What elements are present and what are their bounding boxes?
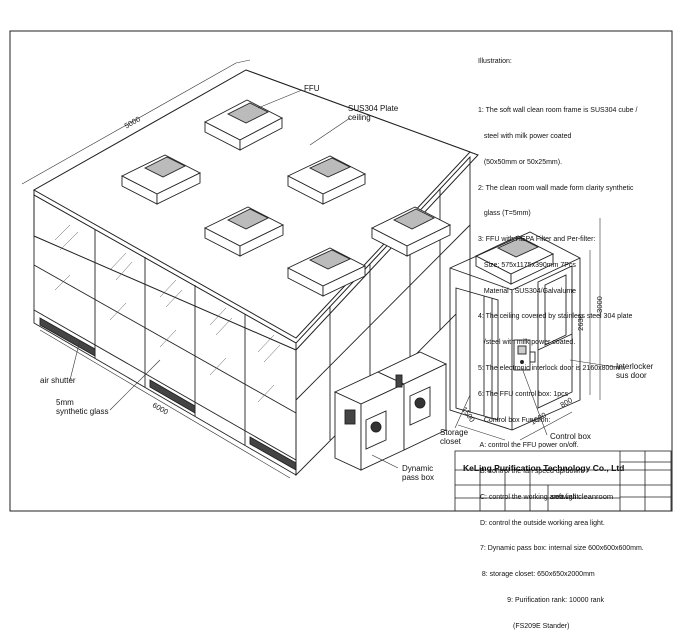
note-line: D: control the outside working area ligh… [478, 519, 605, 527]
note-line: 6: The FFU control box: 1pcs [478, 390, 569, 398]
drawing-name: softwall cleanroom [551, 492, 614, 501]
air-shutter-label: air shutter [40, 376, 76, 385]
ceiling-plate [32, 69, 471, 339]
note-line: glass (T=5mm) [478, 210, 531, 218]
note-line: 5: The electronic interlock door is 2160… [478, 364, 625, 372]
note-line: 4: The ceiling covered by stainless stee… [478, 313, 633, 321]
cleanroom-drawing [9, 30, 673, 512]
pass-box-2 [376, 351, 448, 451]
leader-lines [69, 89, 616, 469]
note-line: 3: FFU with HEPA Filter and Per-filter: [478, 236, 596, 244]
note-line: B: control the fan speed up/down. [478, 468, 585, 476]
dimension-lines [21, 59, 601, 479]
note-line: 7: Dynamic pass box: internal size 600x6… [478, 545, 644, 553]
ceiling-label: SUS304 Plate ceiling [348, 104, 399, 122]
company-name: KeLing Purification Technology Co., Ltd [463, 463, 625, 473]
note-line: Material : SUS304/Galvalume [478, 287, 577, 295]
note-line: A: control the FFU power on/off. [478, 442, 579, 450]
note-line: Control box Function: [478, 416, 551, 424]
ffu-unit-3 [286, 155, 367, 205]
dynamic-pass-box-label: Dynamic pass box [402, 464, 435, 482]
dynamic-pass-boxes [333, 351, 448, 471]
ffu-label: FFU [304, 84, 320, 93]
note-line: Size: 575x1175x390mm 7Pcs [478, 261, 576, 269]
note-line: 9: Purification rank: 10000 rank [478, 597, 605, 604]
pass-box-1 [333, 371, 406, 471]
illustration-notes: Illustration: 1: The soft wall clean roo… [478, 41, 674, 640]
dimension-2630: 2630 [575, 314, 585, 331]
note-line: steel with milk power coated [478, 132, 572, 140]
ffu-unit-6 [286, 247, 367, 297]
note-line: (50x50mm or 50x25mm). [478, 158, 563, 166]
ffu-unit-7 [474, 235, 555, 285]
title-block: KeLing Purification Technology Co., Ltd … [455, 451, 671, 511]
note-line: 1: The soft wall clean room frame is SUS… [478, 107, 638, 115]
control-box-label: Control box [550, 432, 591, 441]
synthetic-glass-label: 5mm synthetic glass [56, 398, 109, 416]
note-line: /steel with milk power coated. [478, 339, 576, 347]
illustration-heading: Illustration: [478, 58, 512, 66]
title-block-grid [454, 450, 672, 512]
storage-closet-label: Storage closet [440, 428, 469, 446]
note-line: 8: storage closet: 650x650x2000mm [478, 571, 595, 579]
note-line: C: control the working area light. [478, 493, 581, 501]
drawing-frame [9, 30, 673, 512]
ffu-unit-2 [120, 154, 202, 205]
interlocker-door-label: Interlocker sus door [616, 362, 654, 380]
ffu-unit-4 [203, 206, 285, 257]
note-line: 2: The clean room wall made form clarity… [478, 184, 634, 192]
ffu-unit-5 [370, 206, 452, 257]
dimension-3000: 3000 [594, 296, 604, 313]
interlock-room [449, 231, 581, 431]
note-line: (FS209E Stander) [478, 622, 570, 630]
left-wall [33, 194, 297, 476]
